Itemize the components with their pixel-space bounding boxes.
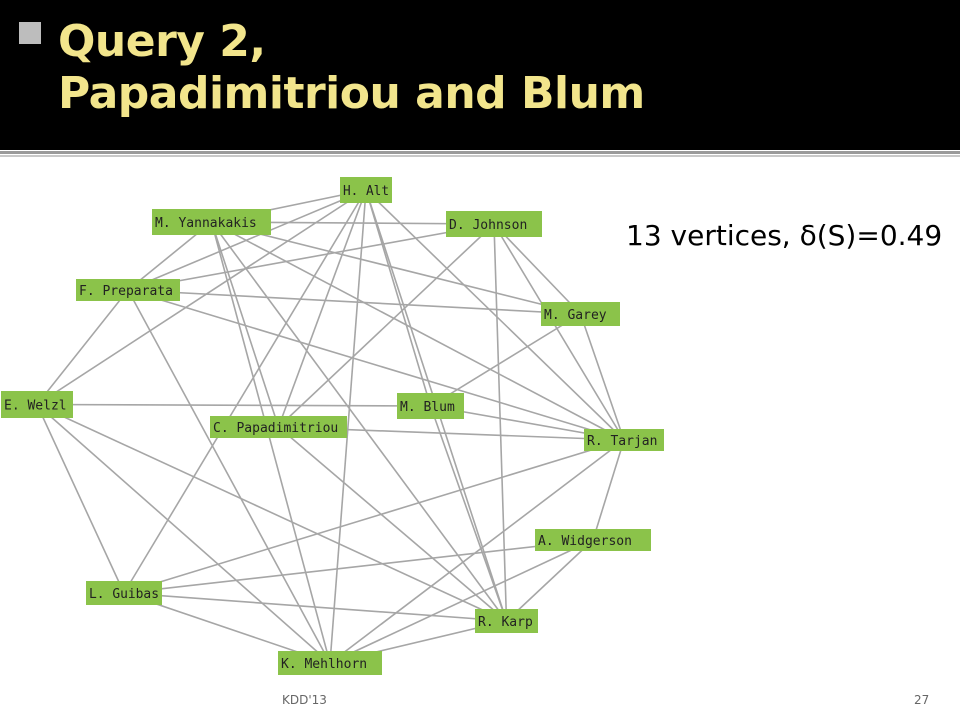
graph-edge-guibas-karp: [123, 592, 507, 622]
graph-node-label: M. Blum: [400, 400, 455, 415]
graph-edge-preparata-tarjan: [127, 289, 625, 441]
graph-edge-tarjan-widgerson: [592, 439, 625, 541]
graph-edge-tarjan-mehlhorn: [329, 439, 625, 664]
graph-node-label: R. Tarjan: [587, 434, 657, 449]
graph-node-box: [535, 529, 651, 551]
graph-edge-widgerson-karp: [505, 539, 594, 622]
graph-node-karp: R. Karp: [475, 609, 538, 633]
graph-node-box: [278, 651, 382, 675]
graph-node-label: K. Mehlhorn: [281, 657, 367, 672]
graph-edge-alt-tarjan: [365, 189, 625, 441]
graph-node-label: E. Welzl: [4, 399, 67, 414]
title-bullet-icon: [19, 22, 41, 44]
graph-nodes: H. Alt M. Yannakakis D. Johnson F. Preparat…: [1, 177, 664, 675]
graph-node-box: [86, 581, 162, 605]
graph-edge-welzl-blum: [36, 403, 431, 407]
graph-node-guibas: L. Guibas: [86, 581, 162, 605]
graph-node-johnson: D. Johnson: [446, 211, 542, 237]
graph-edge-blum-karp: [429, 405, 508, 622]
graph-edges: [36, 189, 625, 664]
graph-edge-yannakakis-karp: [210, 221, 508, 622]
graph-node-yannakakis: M. Yannakakis: [152, 209, 271, 235]
graph-node-label: R. Karp: [478, 615, 533, 630]
graph-edge-widgerson-guibas: [123, 539, 594, 594]
graph-node-box: [340, 177, 392, 203]
graph-node-widgerson: A. Widgerson: [535, 529, 651, 551]
graph-node-box: [541, 302, 620, 326]
graph-node-label: A. Widgerson: [538, 534, 632, 549]
graph-node-box: [210, 416, 347, 438]
graph-edge-johnson-garey: [493, 223, 582, 315]
graph-edge-johnson-karp: [493, 223, 508, 622]
graph-edge-preparata-welzl: [36, 289, 129, 405]
graph-edge-yannakakis-tarjan: [211, 221, 625, 441]
graph-node-label: C. Papadimitriou: [213, 421, 338, 436]
graph-edge-welzl-mehlhorn: [36, 403, 331, 664]
graph-edge-yannakakis-papadimitriou: [210, 221, 280, 428]
slide-title: Query 2, Papadimitriou and Blum: [58, 16, 645, 120]
graph-node-box: [152, 209, 271, 235]
graph-edge-welzl-karp: [36, 403, 507, 622]
graph-edge-garey-blum: [430, 313, 581, 407]
graph-edge-alt-blum: [365, 189, 432, 407]
graph-node-label: M. Garey: [544, 308, 607, 323]
graph-edge-yannakakis-garey: [211, 221, 581, 315]
graph-node-box: [1, 391, 73, 418]
graph-node-tarjan: R. Tarjan: [584, 429, 664, 451]
title-bar: Query 2, Papadimitriou and Blum: [0, 0, 960, 150]
graph-edge-johnson-papadimitriou: [277, 223, 495, 428]
graph-edge-alt-papadimitriou: [277, 189, 367, 428]
title-divider: [0, 151, 960, 154]
graph-node-box: [584, 429, 664, 451]
graph-edge-alt-welzl: [36, 189, 367, 406]
graph-edge-preparata-mehlhorn: [127, 289, 331, 664]
graph-stats: 13 vertices, δ(S)=0.49: [626, 219, 943, 252]
graph-node-box: [76, 279, 180, 301]
page-number: 27: [914, 693, 930, 707]
graph-node-alt: H. Alt: [340, 177, 392, 203]
graph-edge-alt-mehlhorn: [329, 189, 367, 664]
graph-node-box: [446, 211, 542, 237]
graph-node-garey: M. Garey: [541, 302, 620, 326]
graph-node-box: [397, 393, 464, 419]
graph-node-label: F. Preparata: [79, 284, 173, 299]
graph-edge-widgerson-mehlhorn: [329, 539, 594, 664]
title-divider-secondary: [0, 155, 960, 157]
graph-node-label: D. Johnson: [449, 218, 527, 233]
graph-node-label: M. Yannakakis: [155, 216, 257, 231]
graph-edge-papadimitriou-karp: [277, 426, 508, 622]
graph-edge-yannakakis-mehlhorn: [210, 221, 331, 664]
graph-node-papadimitriou: C. Papadimitriou: [210, 416, 347, 438]
graph-edge-welzl-guibas: [36, 404, 125, 594]
graph-node-mehlhorn: K. Mehlhorn: [278, 651, 382, 675]
graph-node-blum: M. Blum: [397, 393, 464, 419]
footer-conference: KDD'13: [282, 693, 327, 707]
graph-node-preparata: F. Preparata: [76, 279, 180, 301]
graph-edge-garey-tarjan: [579, 313, 625, 441]
slide-title-line1: Query 2,: [58, 16, 266, 67]
graph-edge-preparata-garey: [127, 289, 581, 315]
graph-node-box: [475, 609, 538, 633]
graph-edge-tarjan-guibas: [123, 439, 625, 594]
graph-node-welzl: E. Welzl: [1, 391, 73, 418]
graph-edge-johnson-tarjan: [493, 223, 625, 441]
slide-title-line2: Papadimitriou and Blum: [58, 68, 645, 119]
graph-edge-alt-guibas: [123, 189, 367, 594]
graph-node-label: L. Guibas: [89, 587, 159, 602]
graph-node-label: H. Alt: [343, 184, 389, 199]
graph-edge-johnson-preparata: [127, 223, 495, 291]
